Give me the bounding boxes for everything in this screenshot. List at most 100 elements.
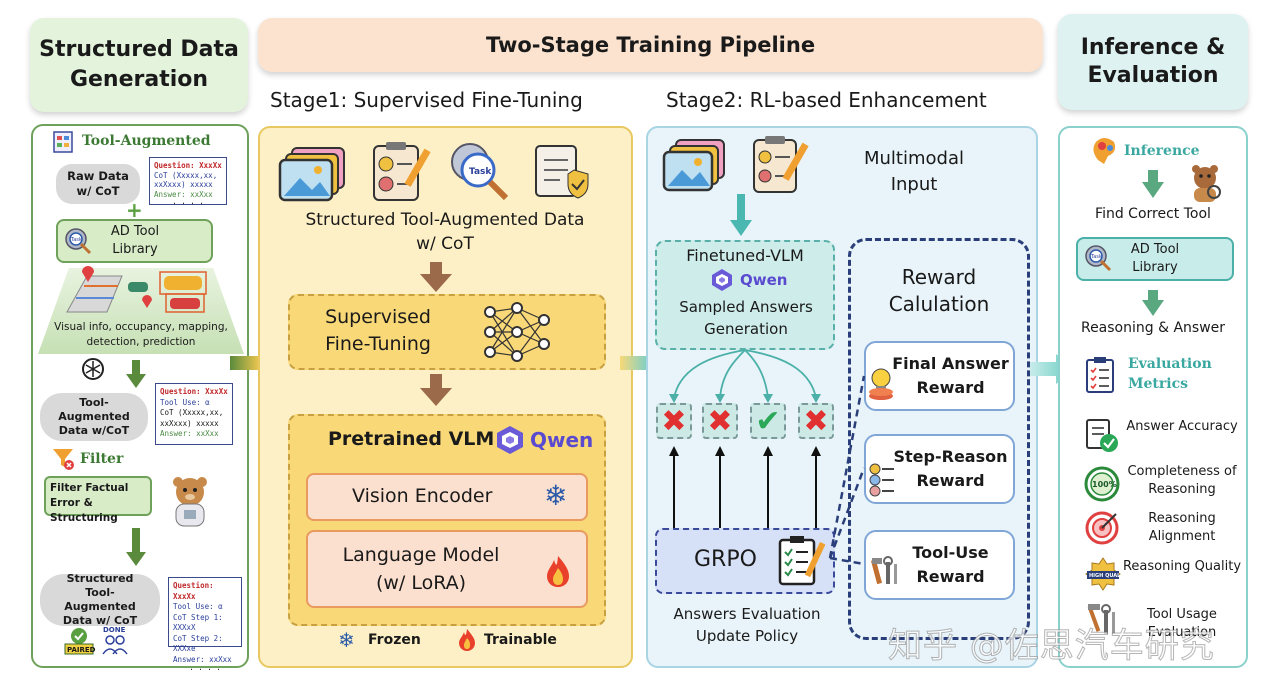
reward-calc-box — [848, 238, 1030, 640]
sampled-answer-4: ✖ — [798, 403, 834, 439]
sampled-answer-2: ✖ — [702, 403, 738, 439]
grpo-label: GRPO — [694, 547, 757, 572]
sample-answer: Answer: xxXxx — [154, 189, 213, 199]
tool-aug-data-pill: Tool-Augmented Data w/CoT — [40, 393, 148, 441]
sample3-tool: Tool Use: α — [173, 602, 223, 611]
language-model-label: Language Model (w/ LoRA) — [342, 544, 500, 594]
grpo-up-arrows — [669, 446, 821, 530]
completeness-icon: 100% — [1084, 466, 1120, 502]
find-tool-label: Find Correct Tool — [1095, 206, 1211, 222]
structured-data-pill: Structured Tool-Augmented Data w/ CoT — [40, 572, 160, 627]
sample3-answer: Answer: xxXxx — [173, 654, 232, 664]
filter-icon — [53, 449, 74, 470]
steps-list-icon — [869, 463, 894, 497]
sample2-answer: Answer: xxXxx — [160, 429, 219, 438]
astronaut-bear-icon — [173, 477, 207, 527]
stage2-clipboard-icon — [753, 136, 809, 193]
sample-dots: · · · · — [172, 199, 204, 208]
frozen-legend-icon: ❄ — [338, 628, 355, 652]
tools-icon — [870, 556, 897, 585]
snowflake-icon: ❄ — [544, 479, 568, 512]
reward-calc-title: Reward Calulation — [888, 265, 990, 316]
sft-label: Supervised Fine-Tuning — [325, 306, 431, 355]
sample3-dots: · · · · — [189, 665, 221, 674]
sample-cot: CoT (Xxxxx,xx, xxXxxx) xxxxx — [154, 170, 218, 190]
header-data-generation-text: Structured Data Generation — [39, 37, 239, 92]
task-search-gear-icon: Task — [451, 143, 509, 201]
inference-label: Inference — [1124, 143, 1200, 159]
qa-clipboard-icon — [373, 142, 431, 201]
watermark: 知乎 @佐思汽车研究 — [888, 626, 1215, 667]
sample3-step1: CoT Step 1: XXXxX — [173, 612, 223, 633]
metric-tool-usage: Tool Usage Evaluation — [1147, 607, 1217, 640]
plus-sign: + — [126, 198, 143, 222]
done-people-icon: DONE — [102, 626, 128, 655]
done-text: DONE — [103, 626, 126, 634]
stage2-image-icon — [662, 139, 725, 192]
image-stack-icon — [278, 147, 345, 202]
finetuned-vlm-box — [655, 240, 835, 350]
header-training-pipeline-text: Two-Stage Training Pipeline — [485, 33, 816, 57]
inference-icon — [1093, 138, 1116, 164]
stage2-qwen-label: Qwen — [740, 271, 788, 289]
stage1-data-label: Structured Tool-Augmented Data w/ CoT — [305, 210, 585, 254]
metric-answer-accuracy: Answer Accuracy — [1126, 419, 1238, 434]
evaluation-metrics-icon — [1086, 357, 1114, 393]
right-task-gear-icon: Task — [1085, 245, 1112, 272]
stage1-task-tag: Task — [469, 167, 492, 177]
filter-factual-box: Filter Factual Error & Structuring — [44, 476, 152, 524]
multimodal-input-label: Multimodal Input — [863, 148, 964, 195]
sample-question: Question: XxxXx — [154, 161, 222, 170]
ad-tool-library-label: AD Tool Library — [110, 224, 160, 257]
tool-usage-icon — [1087, 604, 1115, 634]
trainable-legend-icon — [459, 629, 475, 651]
tool-augmented-icon — [53, 131, 73, 153]
structured-sample-box: Question: XxxXx Tool Use: α CoT Step 1: … — [168, 577, 242, 674]
sampled-answer-3: ✔ — [750, 403, 786, 439]
header-inference-evaluation-text: Inference & Evaluation — [1080, 35, 1226, 88]
sample2-question: Question: XxxXx — [160, 387, 228, 396]
metric-reasoning-alignment: Reasoning Alignment — [1148, 511, 1216, 544]
task-gear-icon: Task — [65, 228, 92, 255]
arrow-down-1 — [126, 360, 146, 388]
neural-network-icon — [484, 302, 550, 362]
tool-use-reward-label: Tool-Use Reward — [912, 543, 989, 586]
qwen-logo-icon — [497, 426, 523, 454]
task-tag: Task — [70, 237, 82, 243]
stage2-title: Stage2: RL-based Enhancement — [666, 88, 987, 112]
paired-text: PAIRED — [67, 646, 96, 654]
stage1-title: Stage1: Supervised Fine-Tuning — [270, 88, 583, 112]
badge-100-text: 100% — [1092, 480, 1117, 489]
metric-reasoning-quality: Reasoning Quality — [1122, 559, 1242, 574]
sft-box — [288, 294, 606, 370]
qwen-label: Qwen — [530, 428, 594, 452]
arrow-down-2 — [126, 528, 146, 566]
sampled-answer-1: ✖ — [656, 403, 692, 439]
sample3-question: Question: XxxXx — [173, 581, 214, 601]
finetuned-vlm-label: Finetuned-VLM — [686, 246, 804, 265]
scroll-shield-icon — [535, 145, 589, 199]
tool-augmented-label: Tool-Augmented — [82, 133, 211, 149]
flame-icon — [547, 556, 569, 587]
inference-arrow-1 — [1142, 170, 1164, 198]
answer-accuracy-icon — [1086, 419, 1118, 452]
reasoning-answer-label: Reasoning & Answer — [1080, 320, 1226, 336]
alignment-target-icon — [1085, 511, 1119, 545]
arrow-stage1-a — [420, 262, 452, 292]
step-reason-reward-label: Step-Reason Reward — [893, 447, 1008, 490]
language-model-box — [306, 530, 588, 608]
filter-label: Filter — [80, 451, 124, 467]
map-driving-icon — [66, 266, 207, 313]
tool-aug-sample-box: Question: XxxXx Tool Use: α CoT (Xxxxx,x… — [155, 383, 233, 445]
arrow-multimodal-down — [730, 194, 752, 236]
vision-encoder-box — [306, 473, 588, 521]
badge-high-text: HIGH QUALITY — [1089, 573, 1130, 579]
answers-eval-label: Answers Evaluation Update Policy — [673, 605, 821, 645]
sampled-answers-label: Sampled Answers Generation — [679, 298, 813, 338]
sampled-answer-arrows — [669, 349, 821, 403]
arrow-stage1-b — [420, 374, 452, 406]
stage2-qwen-logo-icon — [712, 269, 732, 291]
visual-info-label: Visual info, occupancy, mapping, detecti… — [54, 321, 228, 348]
header-inference-evaluation: Inference & Evaluation — [1058, 14, 1248, 110]
evaluation-metrics-label: Evaluation Metrics — [1128, 356, 1212, 392]
